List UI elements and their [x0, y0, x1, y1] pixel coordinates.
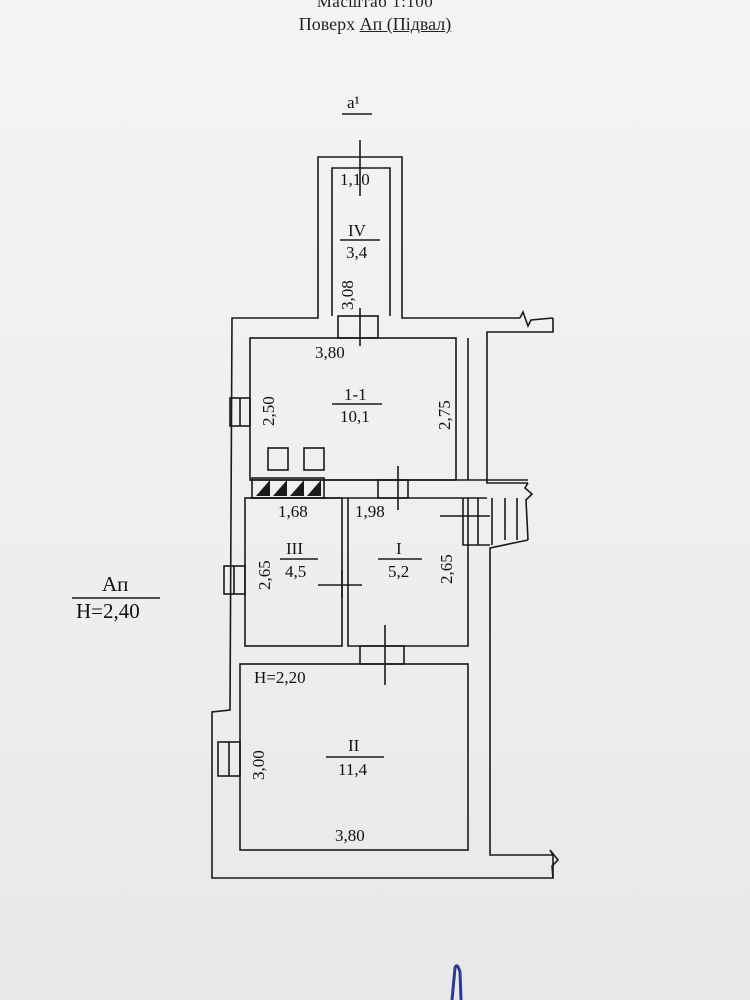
room-1-1-area: 10,1	[340, 407, 370, 426]
room-iv-area: 3,4	[346, 243, 368, 262]
dim-1-1-left: 2,50	[259, 396, 278, 426]
dim-3-height: 2,65	[255, 560, 274, 590]
door-room-2	[359, 645, 405, 665]
corridor-inner	[331, 167, 391, 316]
dim-1-height: 2,65	[437, 554, 456, 584]
pen-mark	[450, 964, 463, 1000]
level-height: Н=2,40	[76, 599, 140, 623]
vent-right	[303, 447, 325, 471]
floor-caption: Поверх Ап (Підвал)	[0, 14, 750, 35]
break-mark-mid	[523, 482, 534, 541]
room-2-id: II	[348, 736, 360, 755]
dim-2-width: 3,80	[335, 826, 365, 845]
section-marker: а¹	[347, 93, 360, 112]
floor-name: Ап (Підвал)	[359, 14, 452, 34]
level-name: Ап	[102, 572, 128, 596]
heater-cell-2	[273, 480, 287, 496]
room-1-1-id: 1-1	[344, 385, 367, 404]
scale-caption: Масштаб 1:100	[316, 0, 434, 11]
room-2-area: 11,4	[338, 760, 368, 779]
dim-iv-width: 1,10	[340, 170, 370, 189]
vent-left	[267, 447, 289, 471]
outer-wall-outline	[486, 318, 554, 484]
door-1-1	[377, 479, 409, 499]
heater-cells	[256, 480, 321, 496]
dim-iv-length: 3,08	[338, 280, 357, 310]
dim-2-height: 3,00	[249, 750, 268, 780]
heater-cell-4	[307, 480, 321, 496]
heater-cell-3	[290, 480, 304, 496]
wall-lines	[72, 113, 560, 879]
dim-3-width: 1,68	[278, 502, 308, 521]
heater-cell-1	[256, 480, 270, 496]
heater-block	[251, 477, 325, 499]
room-1-area: 5,2	[388, 562, 409, 581]
outer-wall-lower	[211, 156, 554, 879]
room-3-area: 4,5	[285, 562, 306, 581]
door-corridor	[337, 315, 379, 339]
room-iv-id: IV	[348, 221, 367, 240]
dim-1-1-width: 3,80	[315, 343, 345, 362]
room-2-ceiling: Н=2,20	[254, 668, 306, 687]
break-mark-bottom	[549, 849, 560, 879]
dim-1-width: 1,98	[355, 502, 385, 521]
stairs	[462, 498, 490, 546]
floor-prefix: Поверх	[298, 14, 360, 34]
dim-1-1-right: 2,75	[435, 400, 454, 430]
room-1-id: I	[396, 539, 402, 558]
room-1-walls	[347, 498, 469, 647]
room-3-id: III	[286, 539, 303, 558]
break-mark-top	[519, 309, 554, 329]
